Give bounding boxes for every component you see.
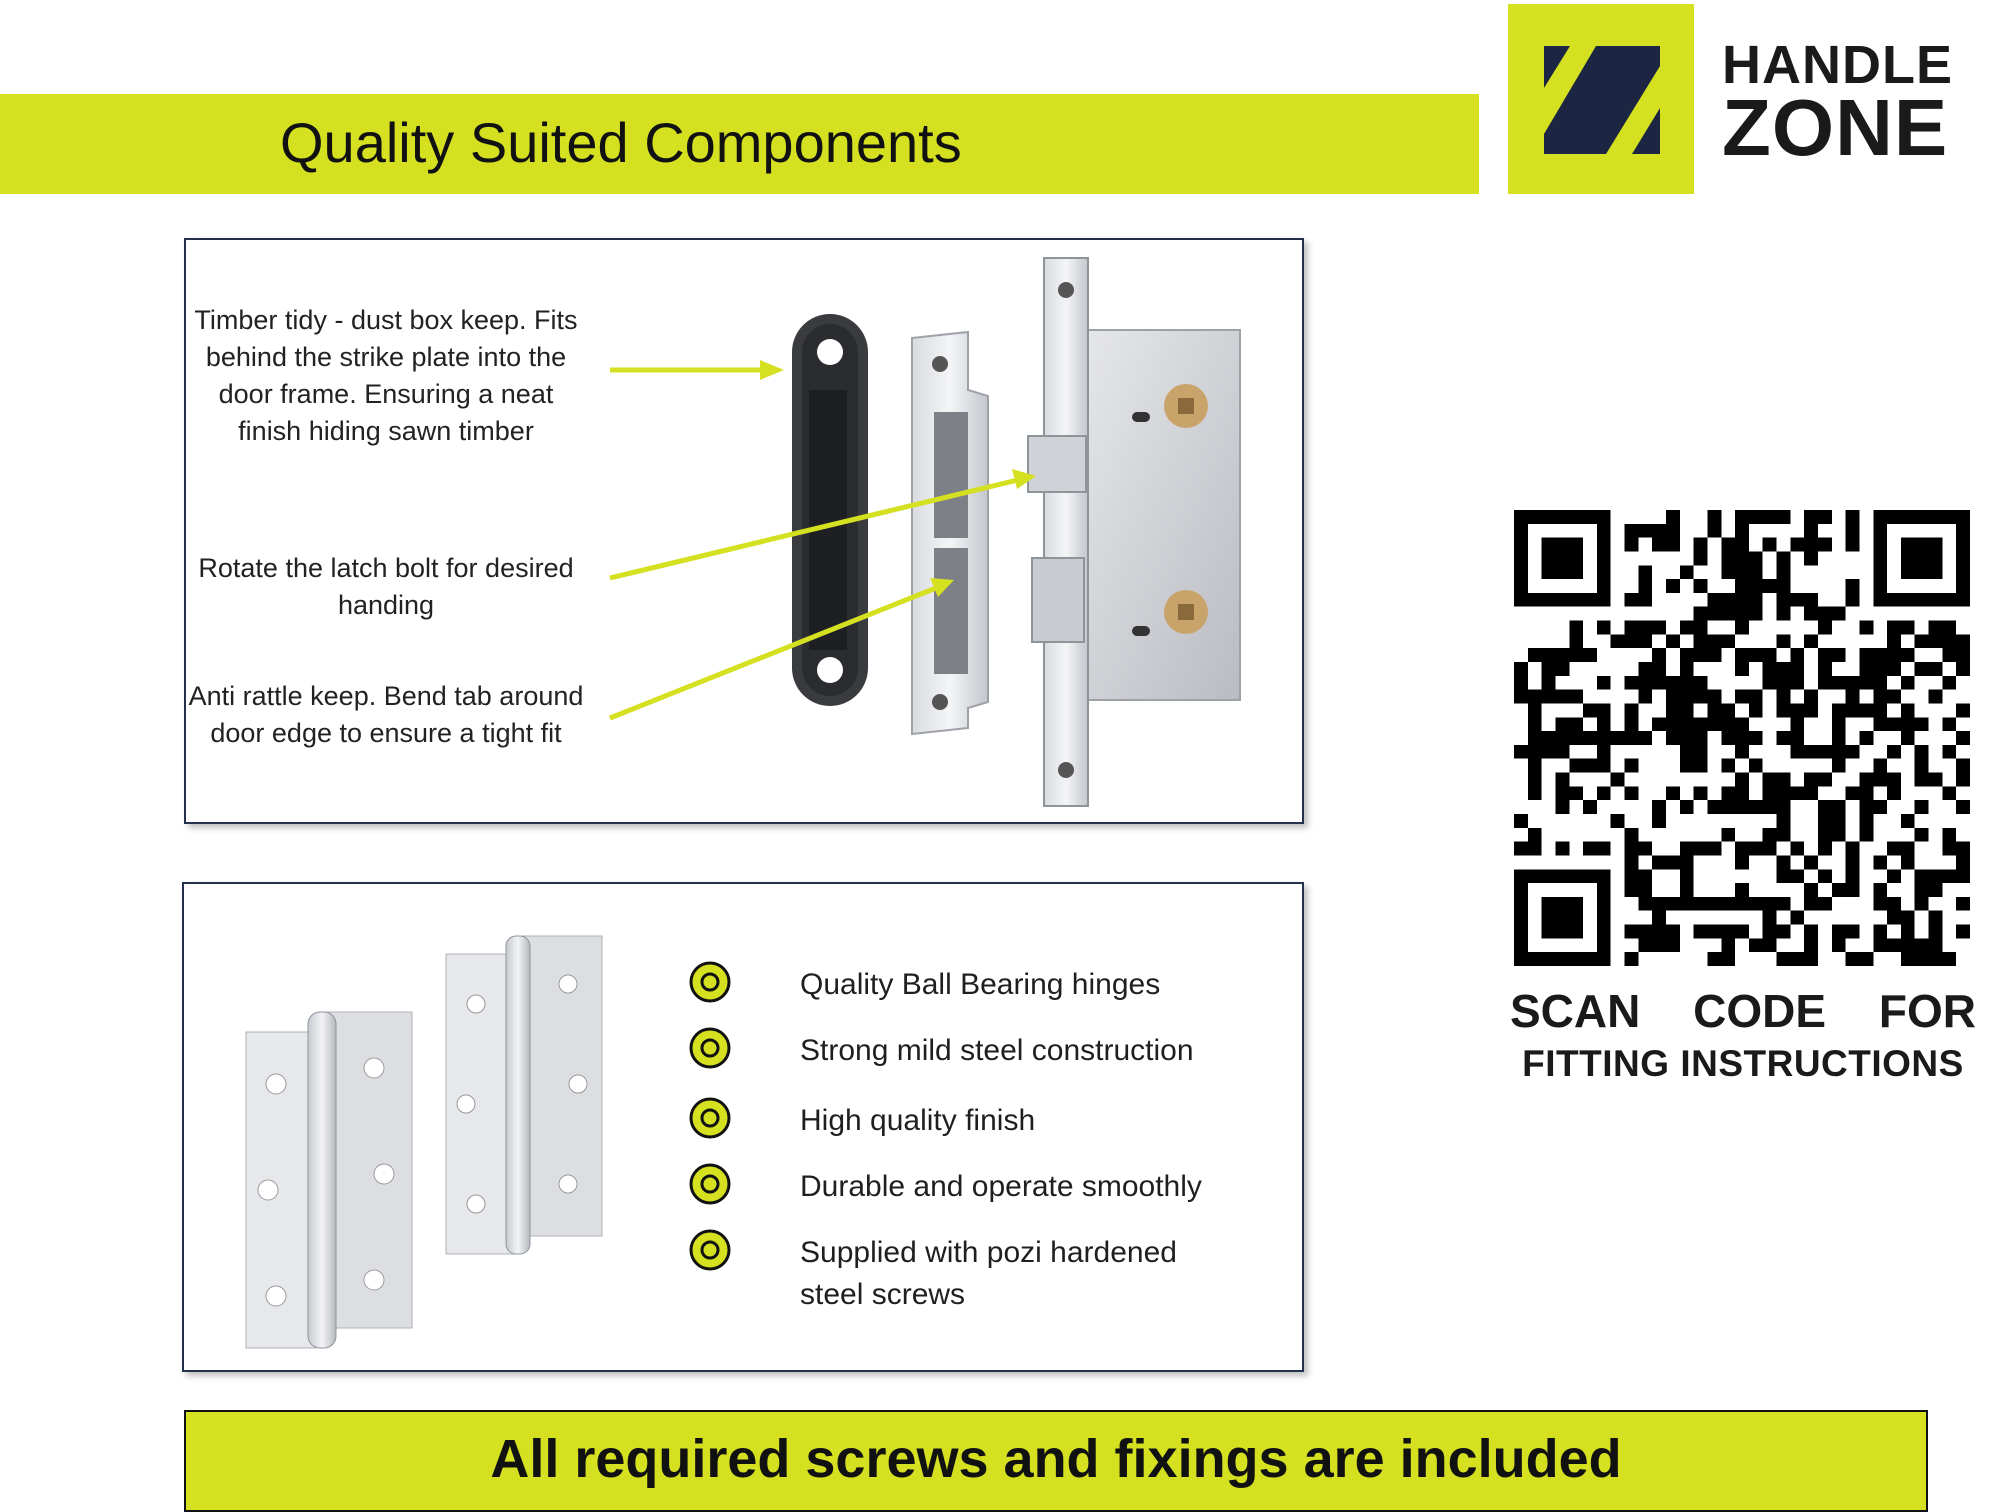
bullet-icon-3 (689, 1097, 731, 1139)
page-title: Quality Suited Components (280, 111, 962, 174)
handle-zone-logo-icon (1508, 4, 1694, 194)
title-band (0, 94, 1479, 194)
feature-item-5: Supplied with pozi hardened steel screws (800, 1236, 1177, 1311)
bullet-icons (689, 961, 731, 1271)
hinge-front-icon (245, 1011, 413, 1349)
bullet-icon-2 (689, 1027, 731, 1069)
callout-latch-bolt: Rotate the latch bolt for desired handin… (198, 553, 574, 620)
strike-plate-icon (911, 330, 989, 736)
hinge-rear-icon (445, 935, 603, 1255)
feature-item-2: Strong mild steel construction (800, 1034, 1194, 1067)
logo-line-1: HANDLE (1722, 35, 1953, 95)
sashlock-illustration (609, 257, 1241, 807)
logo-line-2: ZONE (1722, 83, 1949, 172)
feature-item-4: Durable and operate smoothly (800, 1170, 1202, 1203)
footer-text: All required screws and fixings are incl… (490, 1429, 1622, 1489)
feature-item-1: Quality Ball Bearing hinges (800, 968, 1161, 1001)
callout-anti-rattle: Anti rattle keep. Bend tab around door e… (188, 681, 584, 748)
footer-band (184, 1410, 1928, 1512)
feature-item-3: High quality finish (800, 1104, 1036, 1137)
callout-arrows (609, 360, 1036, 721)
bullet-icon-5 (689, 1229, 731, 1271)
qr-caption-word: FOR (1878, 985, 1976, 1037)
hinges-panel: Quality Ball Bearing hinges Strong mild … (182, 882, 1304, 1372)
bullet-icon-1 (689, 961, 731, 1003)
qr-caption-word: CODE (1693, 985, 1827, 1037)
sashlock-panel: Timber tidy - dust box keep. Fits behind… (184, 238, 1304, 824)
lock-case-icon (1027, 257, 1241, 807)
qr-caption-line-2: FITTING INSTRUCTIONS (1522, 1043, 1964, 1084)
bullet-icon-4 (689, 1163, 731, 1205)
qr-code-icon[interactable] (1514, 510, 1970, 966)
callout-timber-tidy: Timber tidy - dust box keep. Fits behind… (194, 305, 578, 446)
logo-wordmark: HANDLE ZONE (1722, 38, 1953, 168)
qr-caption-word: SCAN (1510, 985, 1641, 1037)
hinges-illustration (245, 935, 731, 1349)
qr-caption-line-1: SCAN CODE FOR (1510, 985, 1976, 1037)
dust-box-keep-icon (792, 314, 868, 706)
